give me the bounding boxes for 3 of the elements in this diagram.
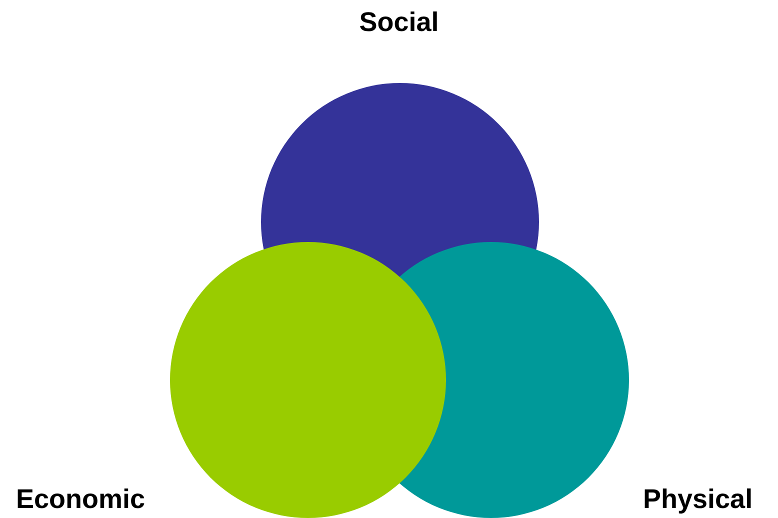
circle-heading: Physical <box>643 486 753 513</box>
circle-heading: Social <box>359 9 439 36</box>
circle-heading: Economic <box>16 486 146 513</box>
